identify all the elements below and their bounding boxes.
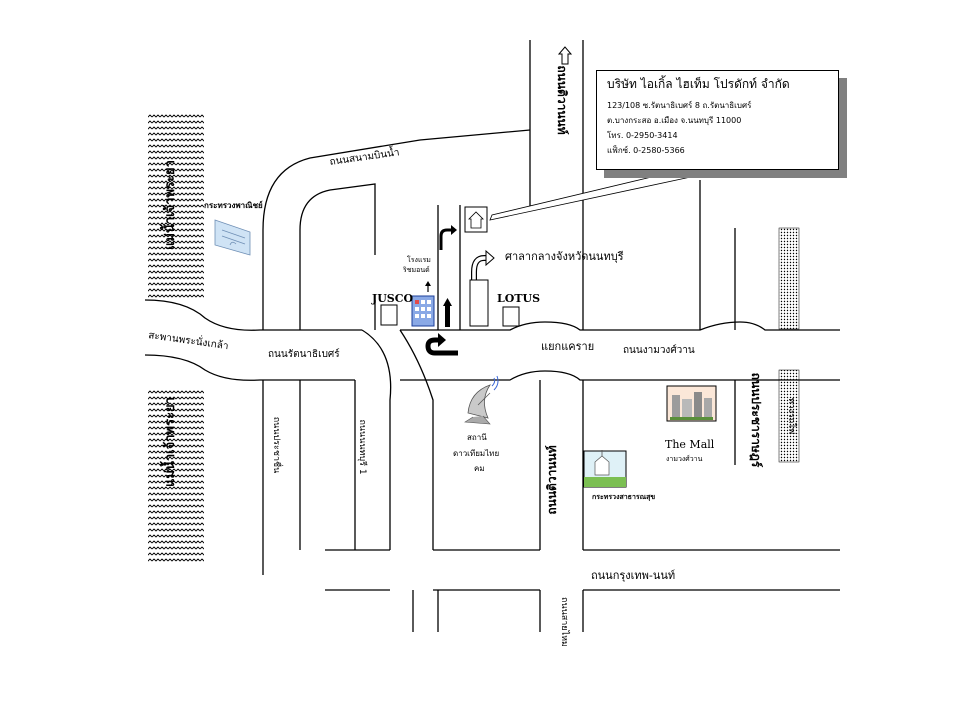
city-hall-label: ศาลากลางจังหวัดนนทบุรี	[505, 250, 624, 263]
ministry-health-label: กระทรวงสาธารณสุข	[592, 493, 655, 501]
satellite-label-line3: คม	[474, 464, 485, 473]
rattanathibet-road-south-edge	[144, 354, 355, 381]
river-top	[148, 112, 204, 298]
lotus-building-small	[502, 306, 520, 327]
nonthaburi1-road-label: ถนนนนทบุรี 1	[357, 419, 368, 474]
lotus-label: LOTUS	[497, 292, 540, 305]
jusco-label: JUSCO	[371, 292, 413, 305]
company-info-box: บริษัท ไอเกิ้ล ไฮเท็ม โปรดักท์ จำกัด 123…	[596, 70, 839, 170]
satellite-label-line1: สถานี	[467, 433, 487, 442]
rail-label: ทางรถไฟ	[786, 398, 797, 435]
railway-bottom	[778, 369, 800, 463]
ministry-health-building-icon	[583, 450, 627, 488]
turn-right-arrow-icon	[439, 225, 457, 250]
tiwanon-top-road-label: ถนนติวานนท์	[555, 65, 569, 134]
intersection-label: แยกแคราย	[541, 340, 594, 353]
company-address-line2: ต.บางกระสอ อ.เมือง จ.นนทบุรี 11000	[607, 116, 742, 125]
railway-top	[778, 227, 800, 330]
north-arrow-icon	[557, 46, 573, 65]
rattanathibet-road-label: ถนนรัตนาธิเบศร์	[268, 348, 340, 360]
ministry-commerce-building-icon	[214, 219, 251, 256]
hotel-tower-icon	[411, 281, 435, 327]
callout-pointer	[489, 174, 701, 221]
satellite-dish-icon	[464, 375, 499, 425]
city-hall-arrow-icon	[471, 249, 495, 298]
lotus-building	[469, 279, 489, 327]
home-icon	[464, 206, 488, 233]
ngamwongwan-road-south-edge	[400, 370, 840, 381]
ngamwongwan-road-label: ถนนงามวงศ์วาน	[623, 344, 695, 356]
ngamwongwan-road-north-edge	[400, 321, 840, 331]
river-bottom	[148, 388, 204, 562]
tiwanon-mid-road-label: ถนนติวานนท์	[545, 445, 559, 514]
up-arrow-icon	[443, 298, 452, 327]
u-turn-arrow-icon	[425, 333, 458, 356]
jusco-building	[380, 304, 398, 326]
the-mall-sublabel: งามวงศ์วาน	[666, 455, 703, 463]
sanambinnam-road-outer	[262, 129, 531, 330]
satellite-label-line2: ดาวเทียมไทย	[453, 449, 499, 458]
road-bend-east	[399, 329, 434, 550]
company-name: บริษัท ไอเกิ้ล ไฮเท็ม โปรดักท์ จำกัด	[607, 77, 790, 91]
river-name-top: แม่น้ำเจ้าพระยา	[159, 160, 178, 250]
company-fax: แฟ็กซ์. 0-2580-5366	[607, 146, 685, 155]
krungthep-nonthaburi-road-label: ถนนกรุงเทพ-นนท์	[591, 569, 675, 582]
the-mall-building-icon	[666, 385, 717, 422]
bridge-label: สะพานพระนั่งเกล้า	[148, 327, 230, 352]
hotel-label-line2: ริชมอนด์	[403, 266, 430, 274]
river-name-bottom: แม่น้ำเจ้าพระยา	[159, 397, 178, 487]
company-phone: โทร. 0-2950-3414	[607, 131, 678, 140]
company-address-line1: 123/108 ซ.รัตนาธิเบศร์ 8 ถ.รัตนาธิเบศร์	[607, 101, 752, 110]
sanambinnam-road-inner	[299, 183, 376, 330]
pracharat-road-label: ถนนประชาราษฎร์	[749, 373, 763, 468]
road-bend-west	[361, 329, 392, 550]
the-mall-label: The Mall	[665, 438, 715, 451]
rattanathibet-road-north-edge	[144, 299, 362, 331]
saima-road-label: ถนนสายไหม	[559, 597, 570, 647]
hotel-label-line1: โรงแรม	[407, 255, 431, 264]
prachachuen-road-label: ถนนประชาชื่น	[271, 417, 284, 474]
sanambinnam-road-label: ถนนสนามบินน้ำ	[328, 144, 400, 168]
ministry-commerce-label: กระทรวงพาณิชย์	[204, 200, 263, 210]
